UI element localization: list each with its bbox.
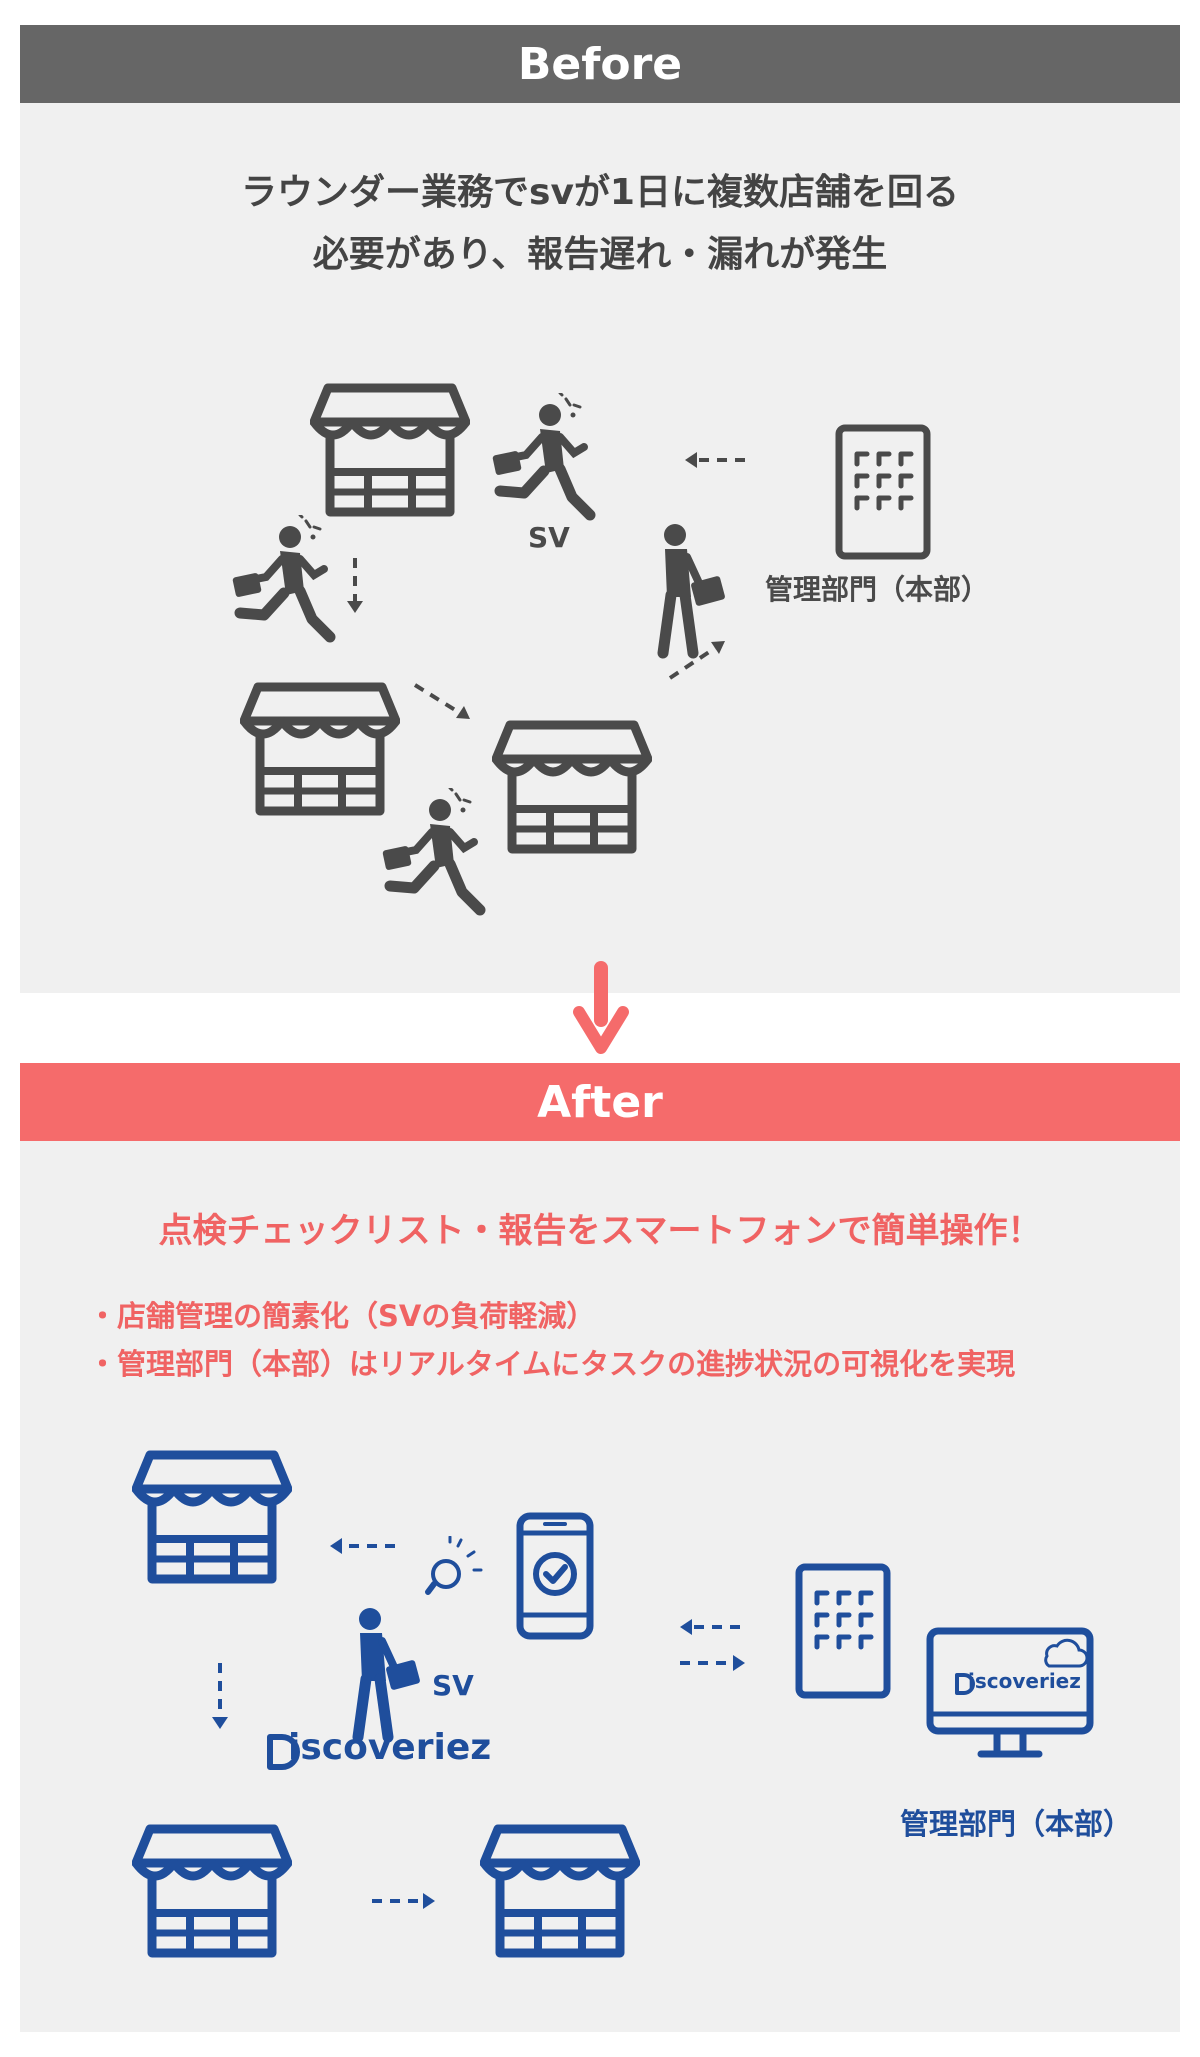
before-hq-label: 管理部門（本部） (765, 573, 990, 606)
smartphone-check-icon (520, 1516, 590, 1636)
before-description-line2: 必要があり、報告遅れ・漏れが発生 (312, 234, 888, 275)
before-header-label: Before (517, 38, 683, 90)
before-sv-label: SV (528, 521, 570, 554)
monitor-brand-logo (955, 1673, 975, 1695)
running-person-icon (492, 393, 590, 515)
building-icon (839, 428, 927, 556)
before-panel: ラウンダー業務でsvが1日に複数店舗を回る 必要があり、報告遅れ・漏れが発生 S… (20, 103, 1180, 993)
after-hq-label: 管理部門（本部） (900, 1807, 1133, 1841)
store-icon (484, 1829, 636, 1953)
lightbulb-icon (428, 1537, 481, 1592)
before-description-line1: ラウンダー業務でsvが1日に複数店舗を回る (241, 172, 959, 213)
after-headline: 点検チェックリスト・報告をスマートフォンで簡単操作！ (158, 1211, 1042, 1251)
before-header: Before (20, 25, 1180, 103)
walking-person-icon (358, 1608, 421, 1737)
store-icon (496, 725, 648, 849)
store-icon (244, 687, 396, 811)
brand-name: iscoveriez (288, 1727, 492, 1768)
store-icon (136, 1829, 288, 1953)
after-arrows (212, 1538, 745, 1909)
after-header-label: After (537, 1076, 663, 1128)
after-sv-label: SV (432, 1669, 474, 1702)
after-bullet-2: ・管理部門（本部）はリアルタイムにタスクの進捗状況の可視化を実現 (88, 1347, 1016, 1381)
after-header: After (20, 1063, 1180, 1141)
before-arrows (347, 452, 745, 719)
store-icon (314, 388, 466, 512)
running-person-icon (382, 788, 480, 910)
building-icon (799, 1567, 887, 1695)
before-diagram (20, 103, 1180, 993)
running-person-icon (232, 515, 330, 637)
brand-logo (267, 1734, 300, 1770)
after-bullet-1: ・店舗管理の簡素化（SVの負荷軽減） (88, 1299, 596, 1333)
after-diagram (20, 1141, 1180, 2032)
walking-person-icon (663, 524, 726, 653)
after-panel: 点検チェックリスト・報告をスマートフォンで簡単操作！ ・店舗管理の簡素化（SVの… (20, 1141, 1180, 2032)
down-arrow-icon (573, 961, 629, 1054)
monitor-brand-name: iscoveriez (968, 1669, 1081, 1693)
store-icon (136, 1455, 288, 1579)
